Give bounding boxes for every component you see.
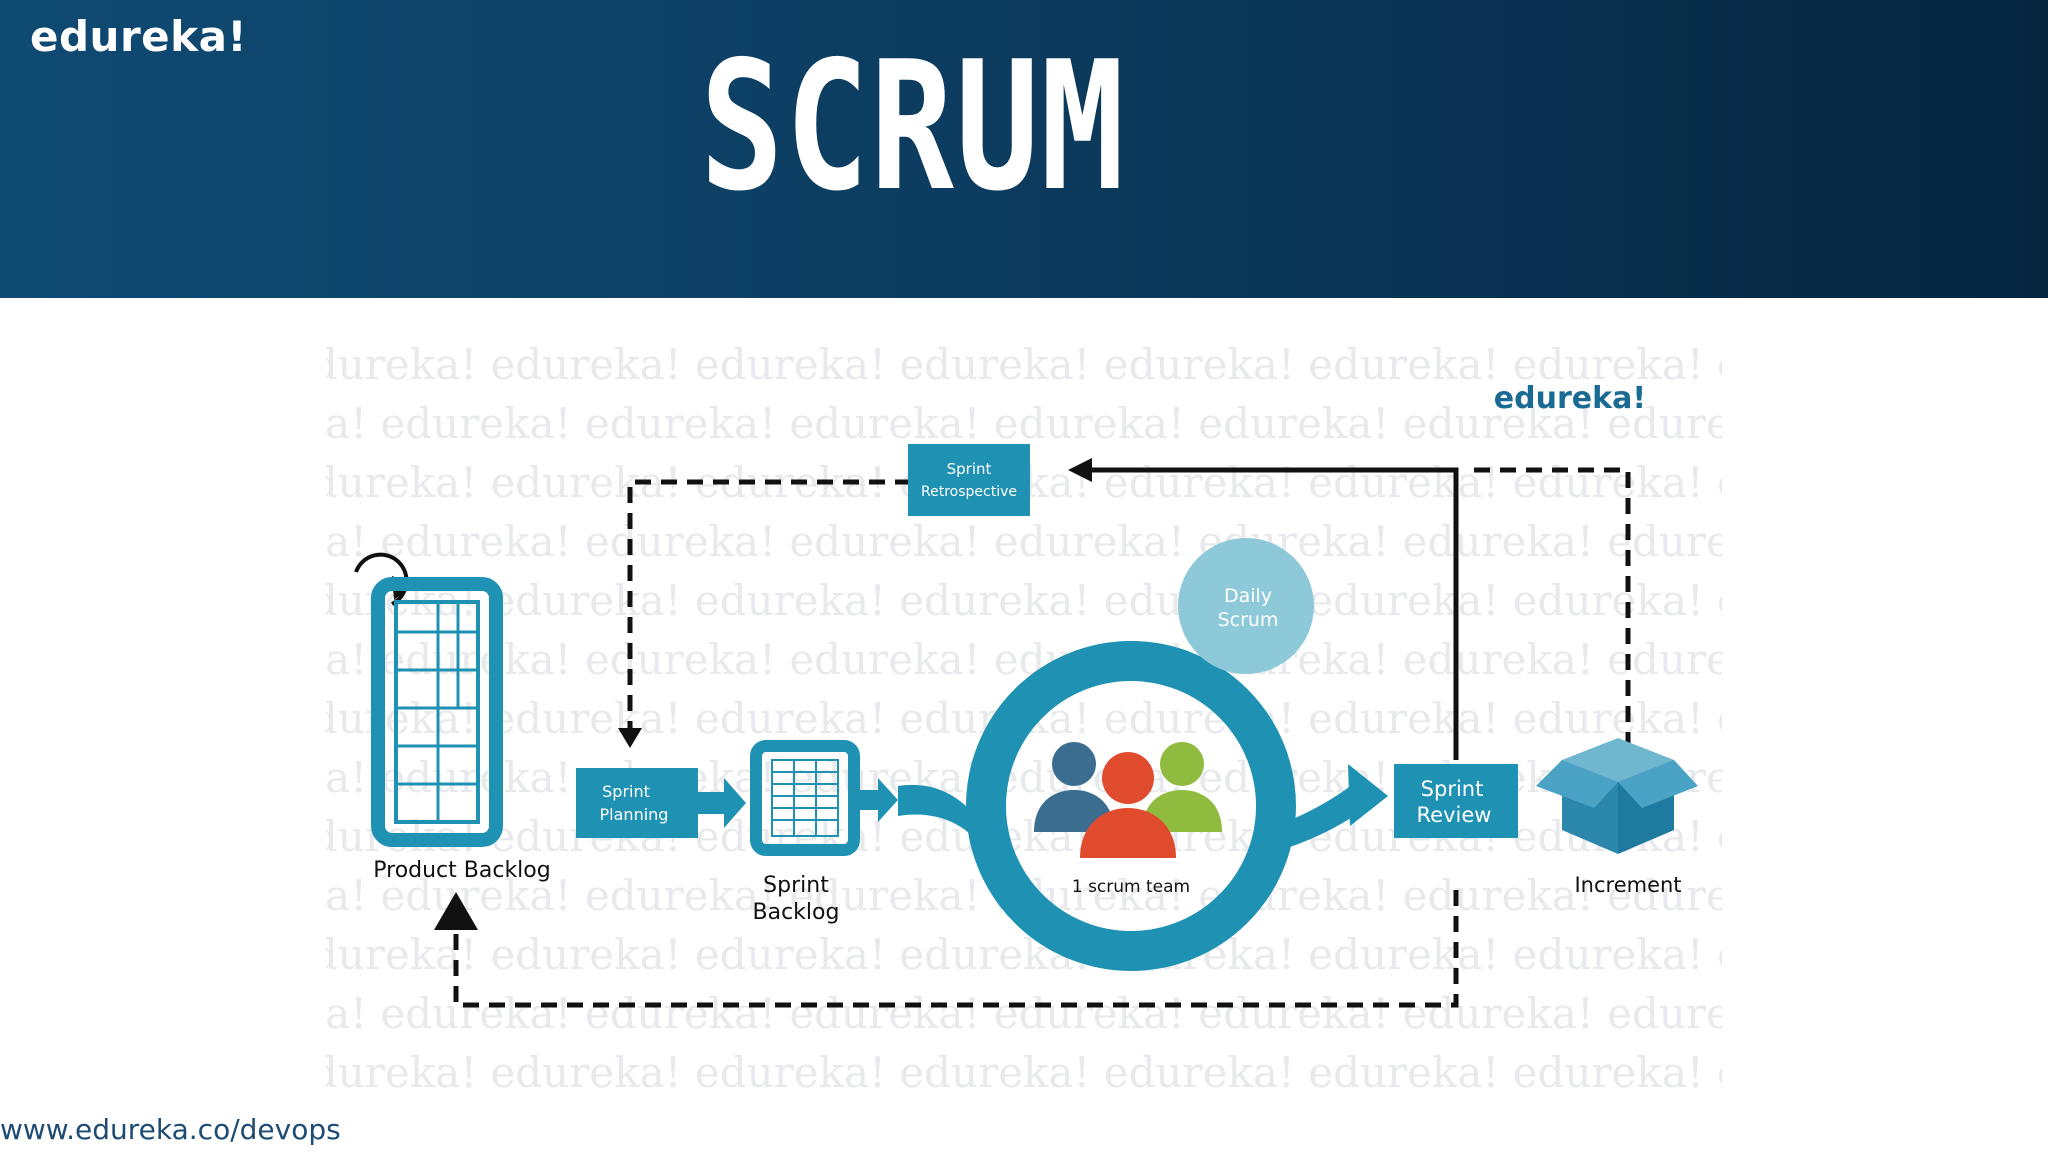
svg-text:Sprint: Sprint [602,782,650,801]
svg-text:Sprint: Sprint [947,460,992,478]
product-backlog-icon [354,552,503,847]
retro-dashed-line [1471,467,1631,800]
svg-text:Daily: Daily [1224,585,1272,607]
sprint-backlog-label-2: Backlog [753,900,840,925]
sprint-cycle-swoosh-out [1270,780,1372,852]
svg-text:Sprint: Sprint [1421,777,1484,801]
scrum-team-icon [1034,742,1222,858]
svg-text:Review: Review [1417,803,1492,827]
brand-logo: edureka! [30,12,248,61]
retro-to-planning-dashed [627,479,911,728]
svg-text:Retrospective: Retrospective [921,484,1017,500]
header-banner: edureka! SCRUM [0,0,2048,298]
svg-text:Scrum: Scrum [1218,609,1279,631]
watermark-row: edureka! edureka! edureka! edureka! edur… [326,399,1722,448]
watermark-row: edureka! edureka! edureka! edureka! edur… [326,930,1722,979]
watermark-row: edureka! edureka! edureka! edureka! edur… [326,576,1722,625]
watermark-row: edureka! edureka! edureka! edureka! edur… [326,1048,1722,1097]
sprint-backlog-label-1: Sprint [763,873,829,898]
brand-tag: edureka! [1494,381,1646,416]
product-backlog-label: Product Backlog [373,858,550,883]
sprint-review-box: Sprint Review [1394,764,1518,838]
watermark-row: edureka! edureka! edureka! edureka! edur… [326,989,1722,1038]
sprint-retrospective-box: Sprint Retrospective [908,444,1030,516]
scrum-diagram-svg: edureka! Sprint Retrospective [354,381,1698,1008]
sprint-cycle-ring [966,641,1296,971]
daily-scrum-circle: Daily Scrum [1178,538,1314,674]
sprint-planning-box: Sprint Planning [576,768,698,838]
planning-to-backlog-arrow [698,778,746,828]
increment-label: Increment [1574,873,1681,897]
svg-text:Planning: Planning [600,805,669,824]
scrum-team-label: 1 scrum team [1072,877,1190,897]
watermark-layer: edureka! edureka! edureka! edureka! edur… [326,340,1722,1110]
sprint-backlog-icon [750,740,860,856]
bottom-dashed-loop [453,890,1459,1008]
cycle-to-review-arrowhead [1348,764,1388,826]
sprint-cycle-swoosh-in [898,784,986,852]
watermark-row: edureka! edureka! edureka! edureka! edur… [326,517,1722,566]
retro-arrowhead [1068,458,1092,482]
planning-arrowhead [618,728,642,748]
watermark-row: edureka! edureka! edureka! edureka! edur… [326,635,1722,684]
watermark-row: edureka! edureka! edureka! edureka! edur… [326,340,1722,389]
product-backlog-arrowhead [434,892,478,930]
slide-title: SCRUM [700,23,1126,230]
footer-url: www.edureka.co/devops [0,1113,341,1146]
backlog-to-cycle-arrow [856,778,898,822]
increment-box-icon [1536,738,1698,854]
review-to-retro-line [1086,467,1459,760]
scrum-diagram: edureka! edureka! edureka! edureka! edur… [326,340,1722,1110]
